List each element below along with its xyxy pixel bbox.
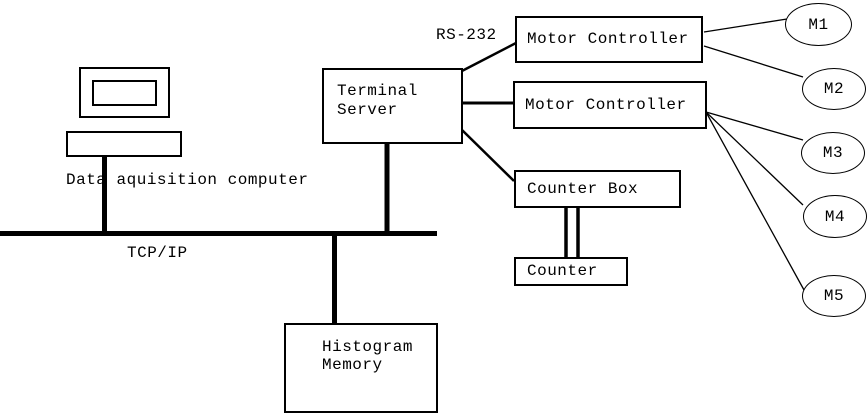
motor-m4-ellipse: M4 [803, 195, 867, 238]
motor-m5-label: M5 [823, 287, 845, 305]
histogram-memory-box: Histogram Memory [284, 323, 438, 413]
motor-controller-1-label: Motor Controller [527, 30, 689, 48]
motor-m4-label: M4 [824, 207, 846, 226]
motor-m2-label: M2 [823, 80, 845, 98]
counter-label: Counter [527, 262, 598, 280]
terminal-server-box: Terminal Server [322, 68, 463, 144]
mc2-m5-line [705, 111, 805, 291]
motor-m1-ellipse: M1 [785, 3, 852, 46]
motor-m2-ellipse: M2 [802, 68, 866, 110]
motor-m1-label: M1 [808, 15, 829, 34]
rs232-label: RS-232 [436, 26, 497, 44]
tcpip-label: TCP/IP [127, 244, 188, 262]
daq-computer-label: Data aquisition computer [66, 171, 309, 189]
motor-controller-2-box: Motor Controller [513, 81, 707, 129]
terminal-server-label-line1: Terminal [337, 82, 418, 100]
computer-keyboard-icon [66, 131, 182, 157]
histogram-memory-label-line2: Memory [322, 356, 383, 374]
ts-motorcontroller1-line [459, 41, 517, 74]
counter-box-box: Counter Box [514, 170, 681, 208]
motor-m3-label: M3 [822, 144, 844, 162]
counter-box-label: Counter Box [527, 179, 639, 198]
mc1-m2-line [703, 45, 804, 78]
terminal-server-label-line2: Server [337, 101, 398, 119]
mc1-m1-line [703, 18, 788, 33]
motor-m3-ellipse: M3 [801, 132, 865, 174]
motor-controller-2-label: Motor Controller [525, 95, 687, 114]
histogram-memory-label-line1: Histogram [322, 338, 413, 356]
ts-counterbox-line [461, 129, 515, 182]
computer-screen-icon [92, 80, 157, 106]
mc2-m4-line [705, 111, 804, 206]
motor-controller-1-box: Motor Controller [515, 16, 703, 63]
counter-box: Counter [514, 257, 628, 286]
motor-m5-ellipse: M5 [802, 275, 866, 317]
mc2-m3-line [705, 111, 804, 141]
